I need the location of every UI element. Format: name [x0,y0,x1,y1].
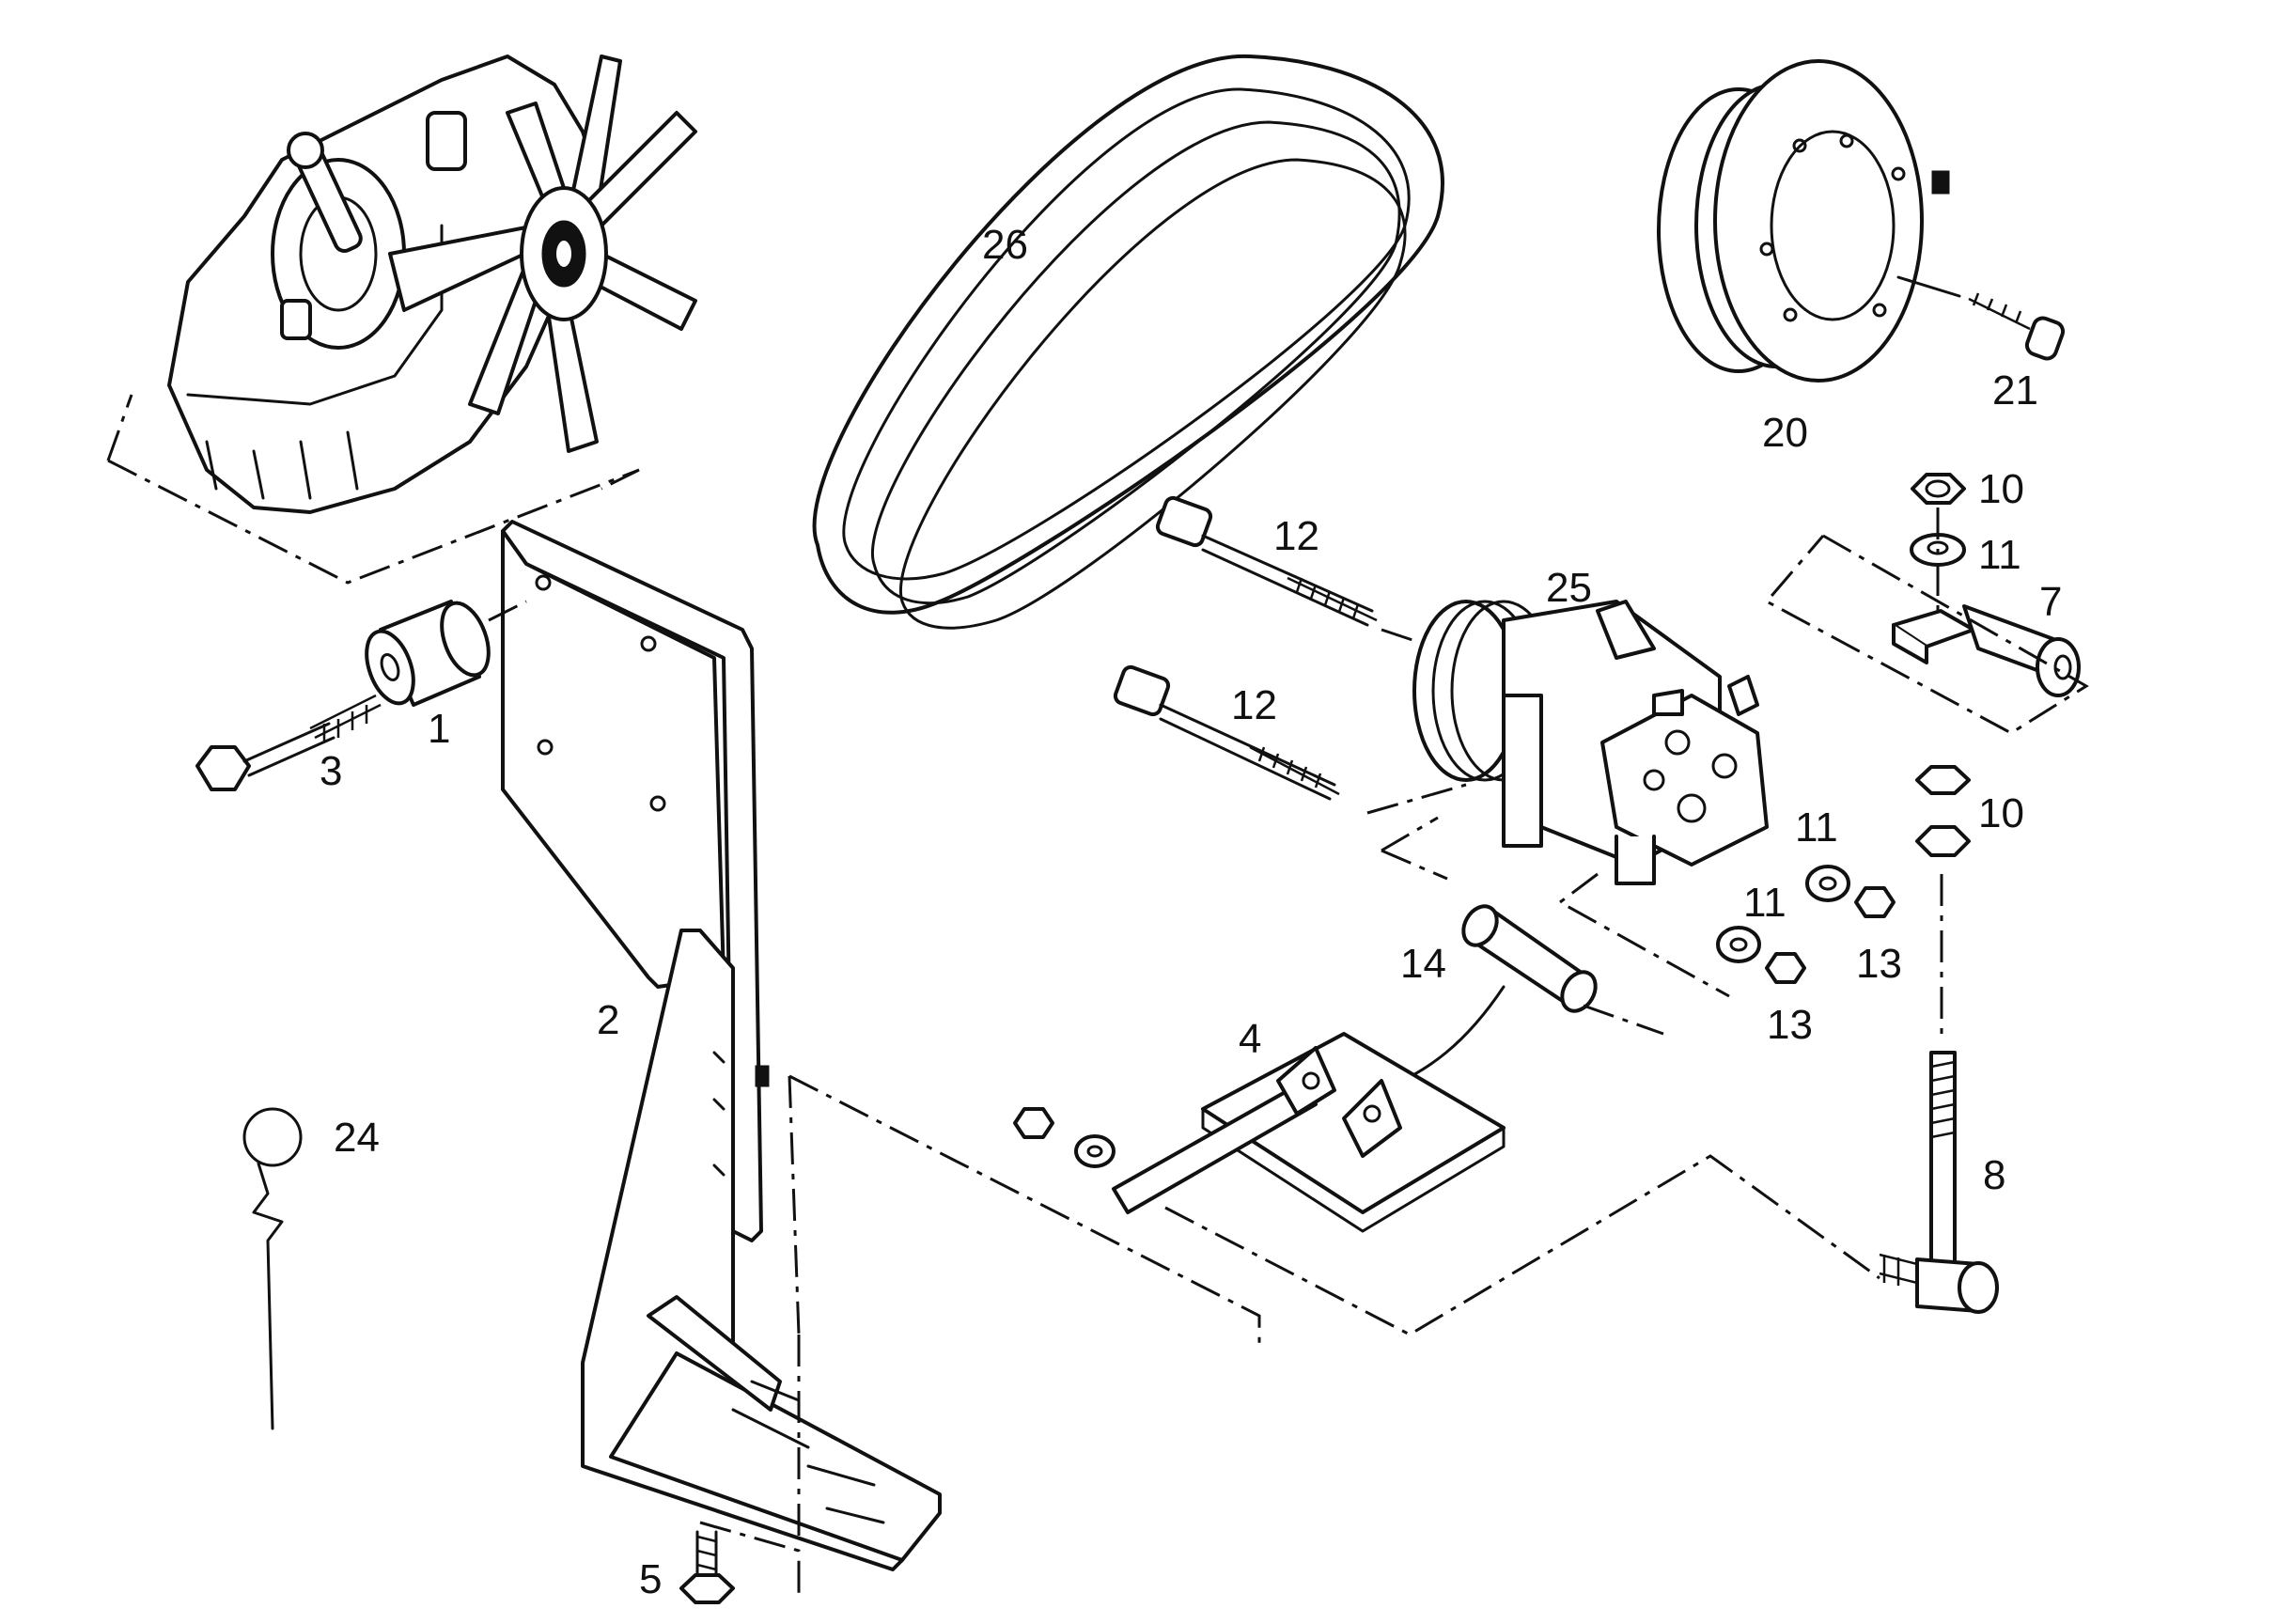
v-belt-drawing [812,54,1444,630]
bolt-5-leader [699,1521,801,1598]
callout-13-left: 13 [1767,1002,1813,1048]
callout-10-upper: 10 [1978,466,2024,512]
pulley-drawing [1657,59,1950,383]
callout-10-lower: 10 [1978,790,2024,836]
callout-2: 2 [597,997,619,1043]
callout-13-right: 13 [1856,941,1902,987]
nut-washer-arm-drawing [1013,1107,1116,1168]
callout-7: 7 [2039,579,2062,625]
washer-nut-lower-left-drawing [1716,926,1806,984]
bolt-12-lower-drawing [1113,664,1467,815]
callout-4: 4 [1239,1016,1261,1062]
bolt-5-drawing [679,1530,735,1604]
callout-12-lower: 12 [1231,682,1277,728]
fan-drawing [388,55,697,453]
callout-24: 24 [334,1115,380,1161]
callout-26: 26 [982,222,1028,268]
callout-3: 3 [320,748,342,794]
bracket-7-drawing [1764,534,2089,735]
callout-11-mid: 11 [1795,804,1838,851]
callout-1: 1 [428,706,450,752]
washer-nut-lower-right-drawing [1805,865,1896,918]
callout-11-lower: 11 [1743,880,1787,926]
spacer-1-drawing [365,600,527,707]
eyebolt-8-drawing [1879,1051,1999,1314]
clip-24-drawing [242,1107,303,1430]
bolt-21-drawing [1896,275,2066,361]
callout-11-upper: 11 [1978,532,2021,578]
assembly-outline-leader [788,1074,1261,1541]
bolt-12-upper-drawing [1155,495,1467,660]
callout-14: 14 [1400,941,1446,987]
nut-10-lower-drawing [1915,765,1971,1043]
bracket-2-drawing [501,520,942,1571]
callout-12-upper: 12 [1273,513,1319,559]
callout-5: 5 [639,1556,662,1602]
callout-20: 20 [1762,410,1808,456]
callout-8: 8 [1983,1152,2005,1198]
nut-washer-upper-drawing [1910,473,1966,620]
callout-25: 25 [1546,565,1592,611]
callout-21: 21 [1992,367,2038,414]
engine-assembly-drawing [106,55,697,585]
compressor-drawing [1381,600,1769,998]
bolt-3-drawing [195,694,382,791]
mount-base-4-drawing [1112,1032,1880,1336]
callout-labels: 1 2 3 4 5 7 8 10 11 10 11 11 12 12 13 13… [320,222,2062,1602]
